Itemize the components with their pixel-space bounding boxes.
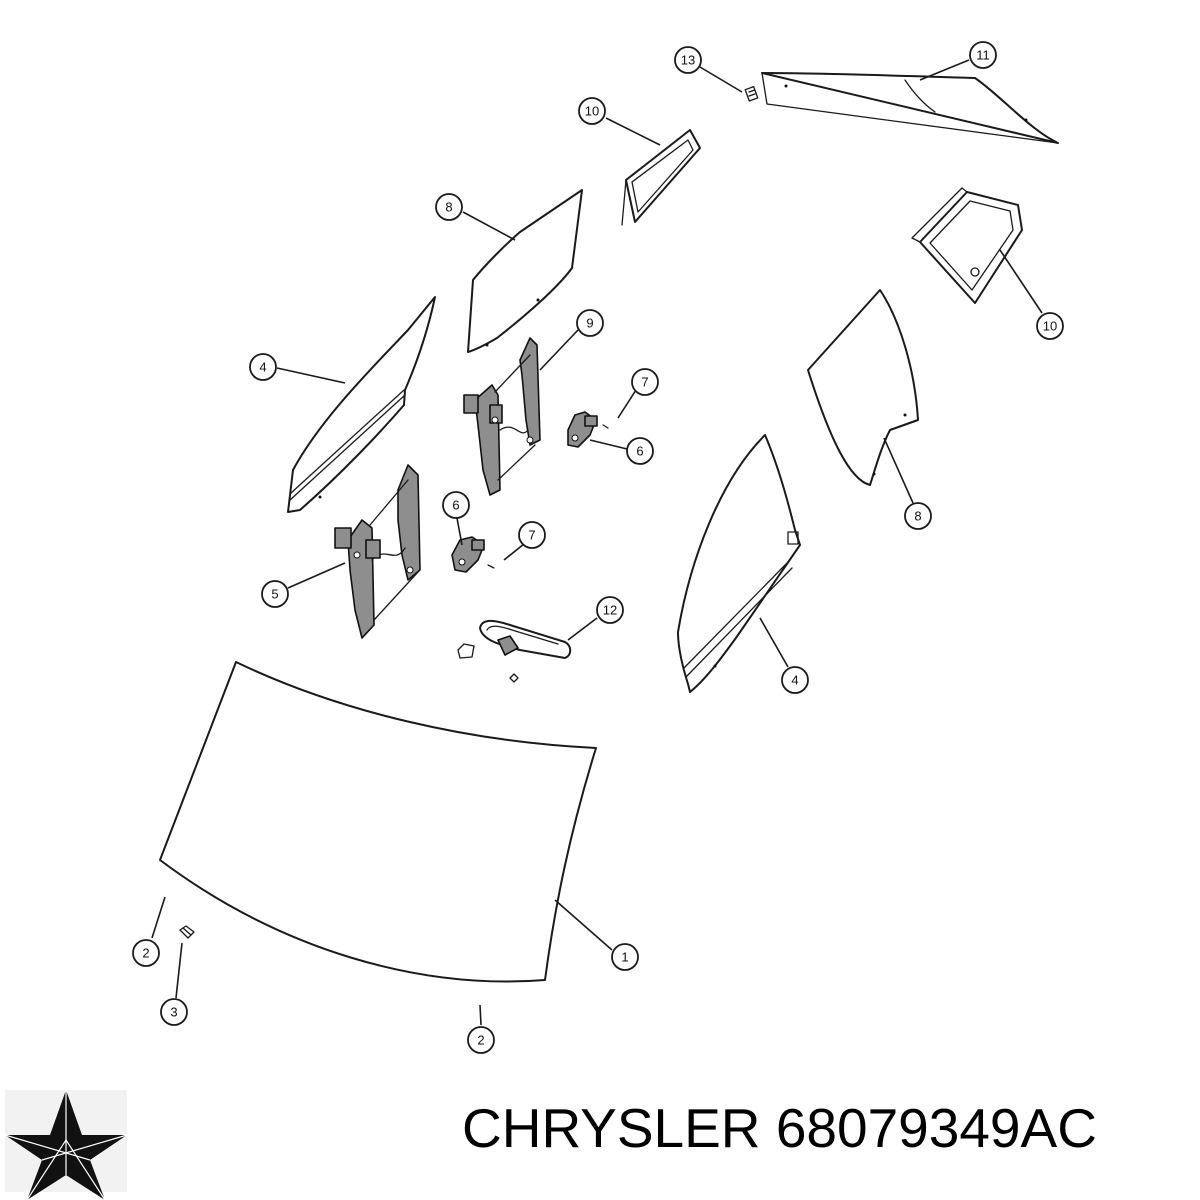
windshield xyxy=(159,661,597,983)
callout-4-left: 4 xyxy=(249,353,277,381)
callout-8-right: 8 xyxy=(904,502,932,530)
svg-text:13: 13 xyxy=(681,53,695,68)
svg-text:4: 4 xyxy=(259,360,266,375)
windshield-molding-left xyxy=(151,896,166,939)
callout-7-lower: 7 xyxy=(518,521,546,549)
windshield-molding-bottom xyxy=(479,1004,482,1026)
rear-door-glass-left xyxy=(467,189,583,353)
quarter-glass-right xyxy=(911,187,1023,304)
callout-5: 5 xyxy=(261,580,289,608)
screw-upper xyxy=(602,424,609,429)
callout-12: 12 xyxy=(596,596,624,624)
callout-10-upper: 10 xyxy=(578,97,606,125)
svg-text:7: 7 xyxy=(528,528,535,543)
callout-11: 11 xyxy=(969,41,997,69)
chrysler-pentastar-icon xyxy=(4,1090,128,1200)
svg-text:8: 8 xyxy=(445,200,452,215)
quarter-glass-upper xyxy=(621,129,701,226)
front-door-glass-right xyxy=(677,434,801,693)
part-number: 68079349AC xyxy=(775,1097,1097,1159)
callout-9: 9 xyxy=(576,309,604,337)
rear-window-glass xyxy=(761,72,1059,144)
callout-10-right: 10 xyxy=(1036,312,1064,340)
front-window-regulator xyxy=(334,464,421,639)
brand-name: CHRYSLER xyxy=(462,1097,761,1159)
callout-8-left: 8 xyxy=(435,193,463,221)
callout-1: 1 xyxy=(611,943,639,971)
svg-text:9: 9 xyxy=(586,316,593,331)
svg-text:10: 10 xyxy=(585,104,599,119)
rear-door-glass-right xyxy=(807,289,919,486)
callout-13: 13 xyxy=(674,46,702,74)
callout-2-left: 2 xyxy=(132,939,160,967)
glass-clip xyxy=(744,86,759,102)
svg-text:12: 12 xyxy=(603,603,617,618)
callout-2-bottom: 2 xyxy=(467,1026,495,1054)
window-motor-lower xyxy=(451,536,485,573)
callout-4-right: 4 xyxy=(781,666,809,694)
leader-lines xyxy=(175,59,1043,999)
rearview-mirror xyxy=(457,619,572,683)
svg-text:4: 4 xyxy=(791,673,798,688)
svg-text:8: 8 xyxy=(914,509,921,524)
callout-3: 3 xyxy=(160,998,188,1026)
svg-text:10: 10 xyxy=(1043,319,1057,334)
svg-text:5: 5 xyxy=(271,587,278,602)
svg-text:6: 6 xyxy=(452,498,459,513)
svg-text:11: 11 xyxy=(976,48,990,63)
window-motor-upper xyxy=(567,411,598,448)
svg-text:6: 6 xyxy=(636,444,643,459)
front-door-glass-left xyxy=(287,296,436,513)
svg-text:1: 1 xyxy=(621,950,628,965)
screw-lower xyxy=(487,564,495,569)
svg-text:2: 2 xyxy=(477,1033,484,1048)
molding-clip xyxy=(179,925,195,939)
callout-6-lower: 6 xyxy=(442,491,470,519)
svg-text:3: 3 xyxy=(170,1005,177,1020)
brand-part-number-label: CHRYSLER 68079349AC xyxy=(462,1101,1097,1156)
svg-text:7: 7 xyxy=(641,375,648,390)
callout-7-upper: 7 xyxy=(631,368,659,396)
svg-text:2: 2 xyxy=(142,946,149,961)
rear-window-regulator xyxy=(463,337,541,496)
callout-6-upper: 6 xyxy=(626,437,654,465)
